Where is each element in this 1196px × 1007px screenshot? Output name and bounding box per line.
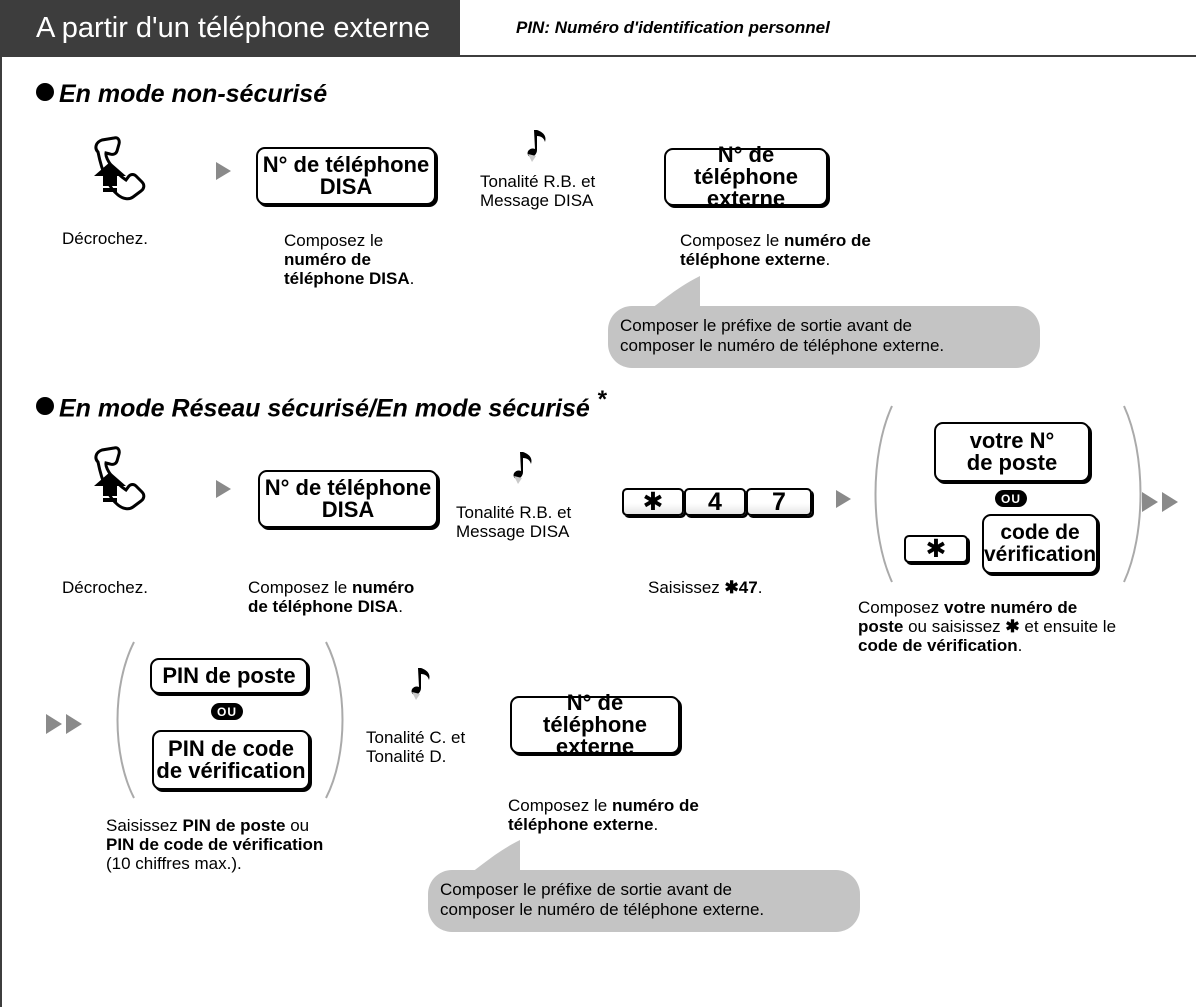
key-star: ✱ xyxy=(622,488,684,516)
or-badge-2: OU xyxy=(211,703,243,720)
header-rule xyxy=(460,55,1196,57)
or-badge: OU xyxy=(995,490,1027,507)
enter-star47-instruction: Saisissez ✱47. xyxy=(648,578,763,597)
musical-note-icon xyxy=(513,452,532,484)
key-4: 4 xyxy=(684,488,746,516)
section-heading-secure: En mode Réseau sécurisé/En mode sécurisé… xyxy=(36,386,606,423)
triangle-arrow-icon xyxy=(216,480,231,498)
bullet-icon xyxy=(36,397,54,416)
double-arrow-icon xyxy=(1142,492,1178,512)
key-7: 7 xyxy=(746,488,812,516)
musical-note-icon xyxy=(411,668,430,700)
pin-note: PIN: Numéro d'identification personnel xyxy=(516,18,830,37)
key-pin-extension: PIN de poste xyxy=(150,658,308,694)
section-heading-nonsecure: En mode non-sécurisé xyxy=(36,80,327,109)
choice-bracket-2 xyxy=(116,641,344,799)
bullet-icon xyxy=(36,83,54,101)
handset-offhook-icon xyxy=(94,446,146,511)
key-your-extension-number: votre N°de poste xyxy=(934,422,1090,482)
page-title: A partir d'un téléphone externe xyxy=(36,12,431,44)
step-offhook-label: Décrochez. xyxy=(62,229,148,248)
header-tab xyxy=(0,0,460,57)
step-offhook-label-2: Décrochez. xyxy=(62,578,148,597)
triangle-arrow-icon xyxy=(216,162,231,180)
choice-bracket xyxy=(874,405,1142,583)
key-star-verif: ✱ xyxy=(904,535,968,563)
musical-note-icon xyxy=(527,130,546,162)
triangle-arrow-icon xyxy=(836,490,851,508)
handset-offhook-icon xyxy=(94,136,146,201)
double-arrow-icon xyxy=(46,714,82,734)
header: A partir d'un téléphone externe xyxy=(0,0,1196,57)
frame-left-border xyxy=(0,57,2,1007)
